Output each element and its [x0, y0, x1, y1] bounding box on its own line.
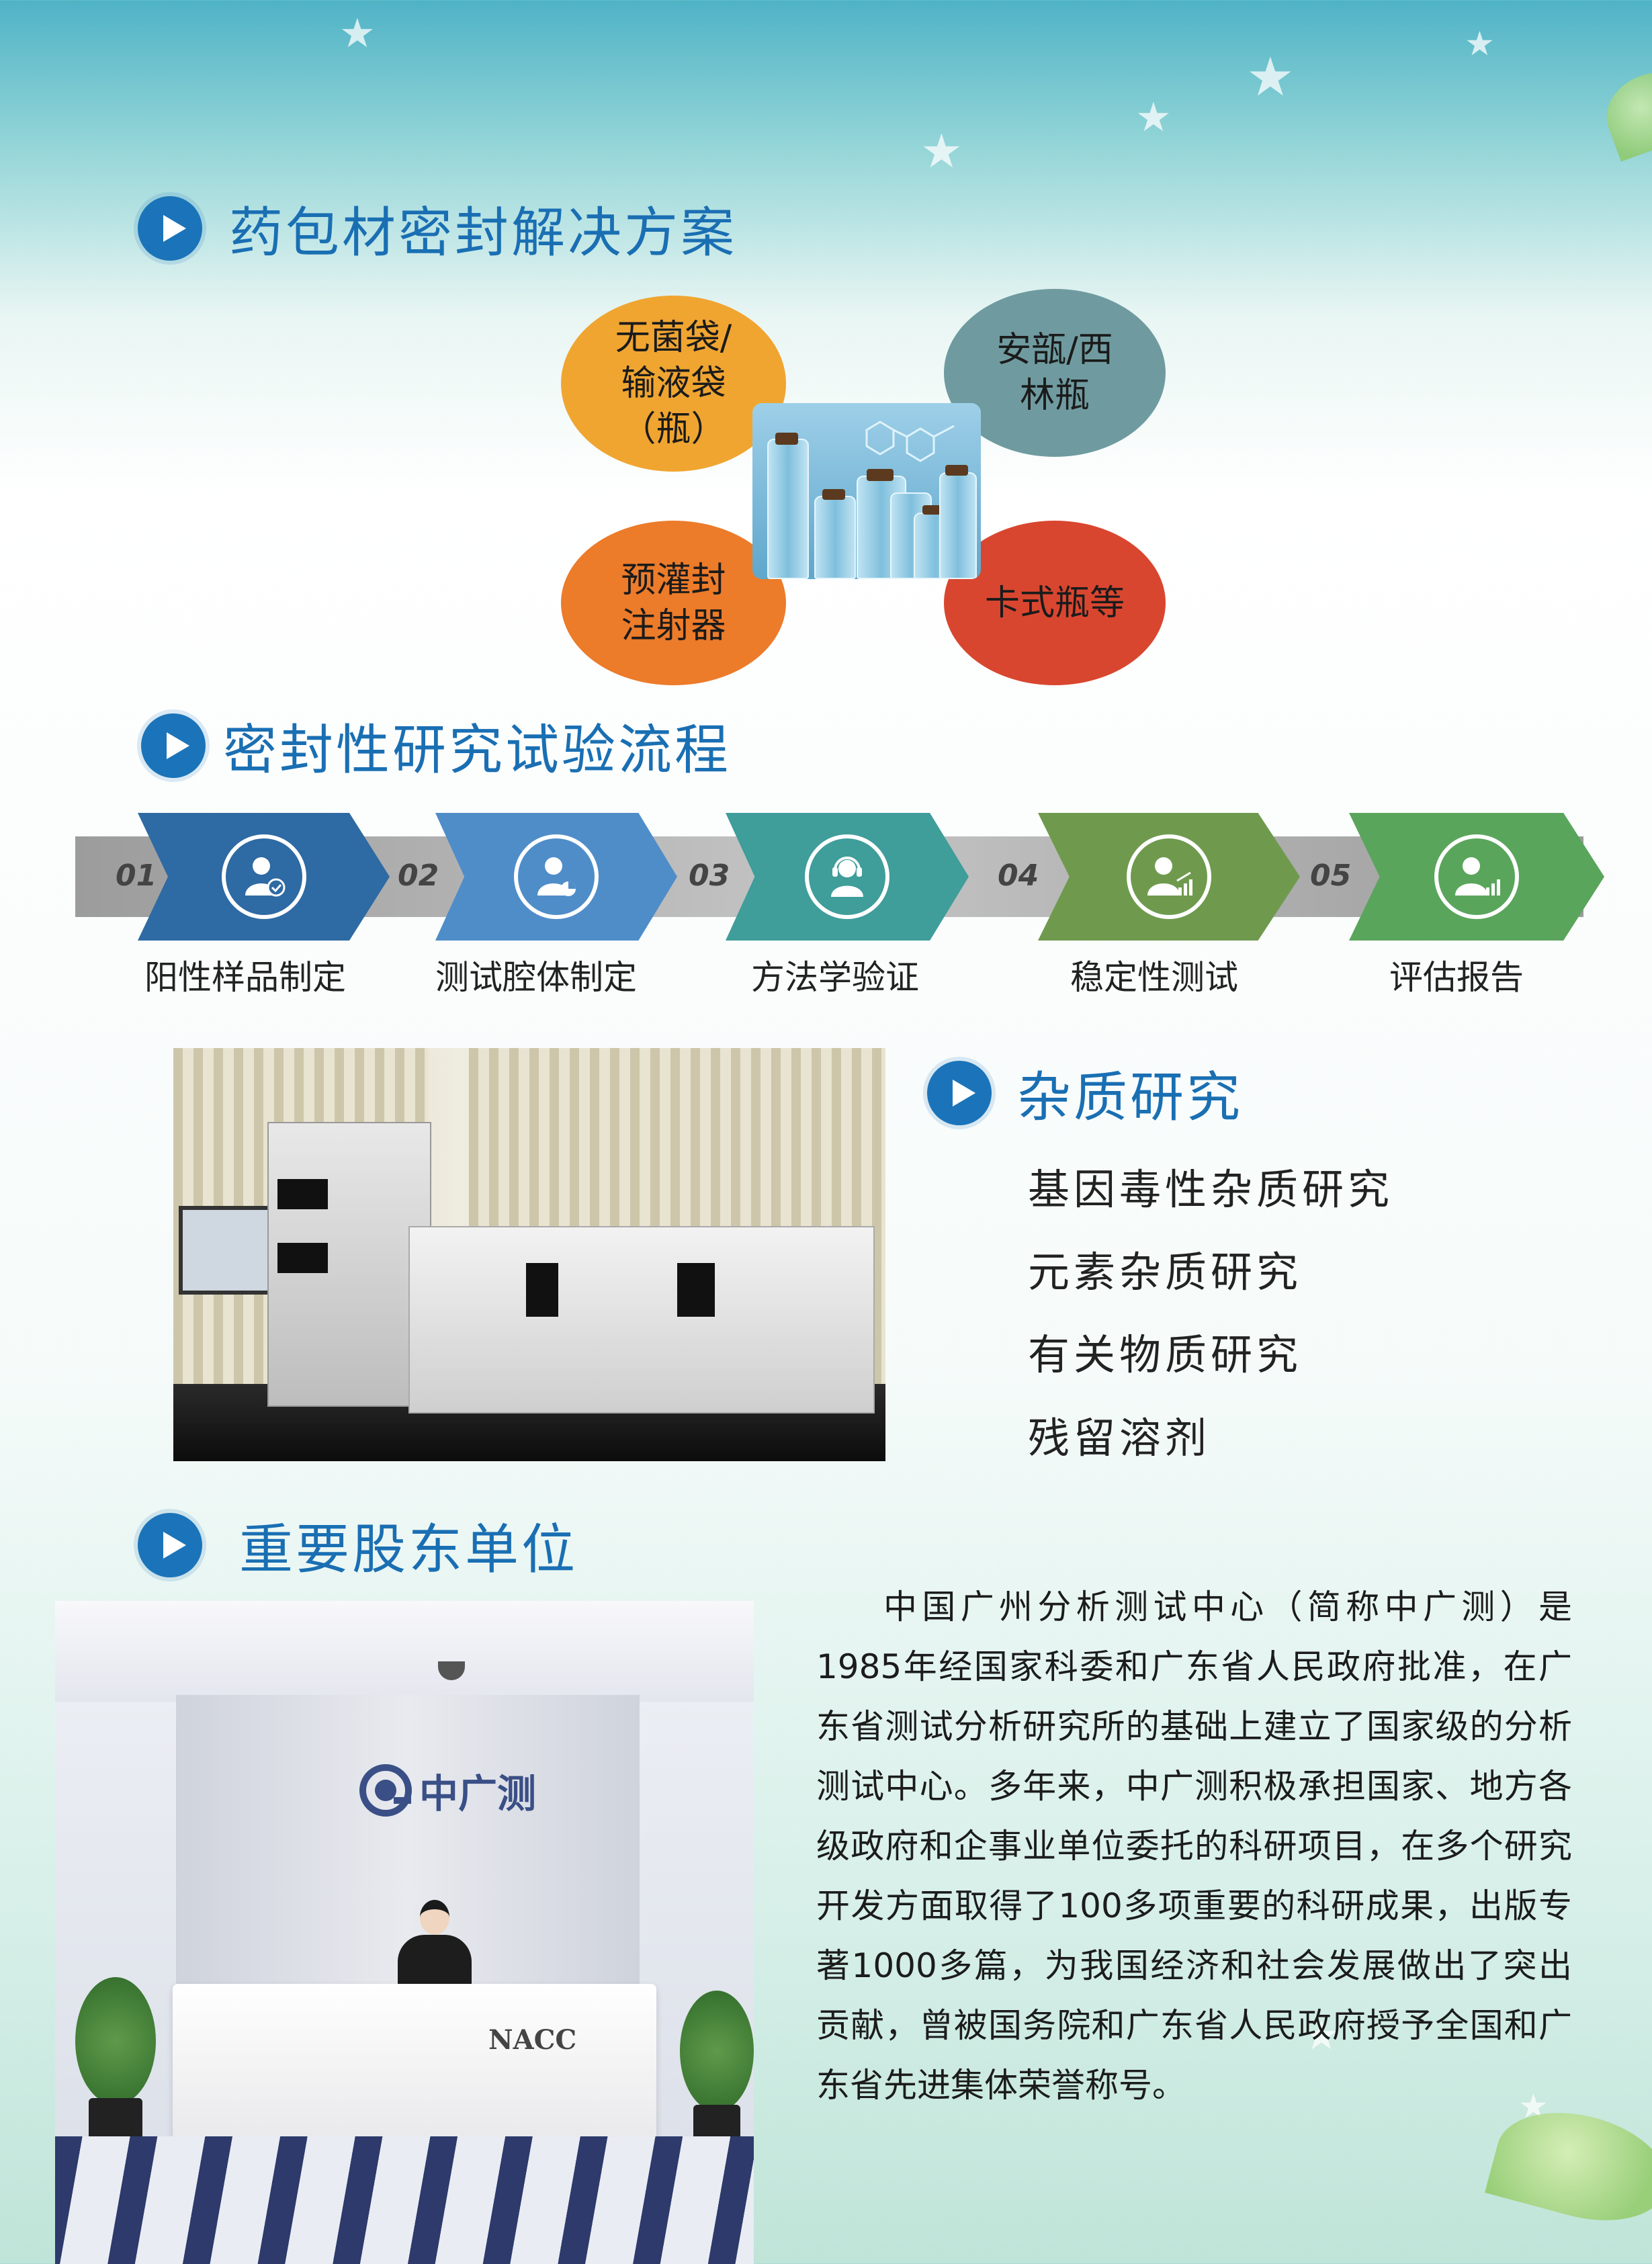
step-label: 测试腔体制定: [435, 958, 637, 997]
molecule-decoration: [865, 421, 955, 462]
play-icon: [141, 713, 206, 778]
star-decoration: ★: [1303, 2012, 1340, 2059]
section-title-text: 药包材密封解决方案: [229, 202, 737, 264]
step-number: 02: [398, 859, 439, 893]
bottle: [939, 472, 977, 579]
bottle: [767, 439, 809, 579]
instrument-panel: [526, 1263, 558, 1317]
process-step-5: [1349, 813, 1604, 941]
user-chart-icon: [514, 834, 599, 919]
packaging-bag: 无菌袋/ 输液袋 （瓶）: [561, 296, 786, 472]
step-number: 04: [998, 859, 1039, 893]
ceiling: [55, 1601, 754, 1702]
wall-logo: 中广测: [359, 1762, 536, 1819]
section-title-impurity: 杂质研究: [927, 1056, 1243, 1130]
user-check-icon: [221, 834, 306, 919]
logo-icon: [359, 1764, 412, 1817]
instrument-panel: [277, 1243, 328, 1273]
lab-instrument-photo: [173, 1048, 885, 1461]
packaging-ampoule: 安瓿/西 林瓶: [944, 289, 1166, 457]
striped-floor: [55, 2136, 754, 2264]
headset-agent-icon: [805, 834, 889, 919]
step-number: 05: [1310, 859, 1352, 893]
section-title-process: 密封性研究试验流程: [141, 709, 731, 783]
packaging-cartridge: 卡式瓶等: [944, 521, 1166, 685]
star-decoration: ★: [920, 124, 963, 179]
star-decoration: ★: [1135, 94, 1172, 141]
mass-spectrometer: [408, 1226, 875, 1413]
step-label: 稳定性测试: [1070, 958, 1238, 997]
section-title-packaging: 药包材密封解决方案: [138, 191, 737, 265]
play-icon: [927, 1061, 992, 1125]
play-icon: [138, 1513, 202, 1577]
bottle-cap: [775, 433, 798, 445]
user-growth-icon: [1127, 834, 1211, 919]
leaf-decoration: [1485, 2095, 1652, 2238]
bottles-photo: [752, 403, 981, 579]
step-label: 评估报告: [1389, 958, 1524, 997]
impurity-item: 基因毒性杂质研究: [1028, 1165, 1394, 1214]
process-step-3: [726, 813, 969, 941]
star-decoration: ★: [339, 10, 376, 57]
instrument-panel: [277, 1179, 328, 1209]
section-title-shareholder: 重要股东单位: [138, 1508, 578, 1582]
star-decoration: ★: [1246, 46, 1295, 108]
process-step-2: [435, 813, 677, 941]
monitor: [179, 1206, 281, 1295]
step-number: 01: [116, 859, 157, 893]
impurity-item: 元素杂质研究: [1028, 1248, 1303, 1297]
process-step-4: [1038, 813, 1300, 941]
user-report-icon: [1434, 834, 1519, 919]
step-number: 03: [689, 859, 730, 893]
reception-lobby-photo: 中广测 NACC: [55, 1601, 754, 2264]
section-title-text: 重要股东单位: [239, 1518, 578, 1581]
impurity-item: 有关物质研究: [1028, 1330, 1303, 1379]
bottle-cap: [945, 465, 968, 476]
packaging-syringe: 预灌封 注射器: [561, 521, 786, 685]
star-decoration: ★: [1465, 24, 1495, 63]
bottle: [814, 496, 856, 579]
section-title-text: 密封性研究试验流程: [223, 719, 731, 781]
instrument-panel: [677, 1263, 715, 1317]
step-label: 阳性样品制定: [144, 958, 346, 997]
leaf-decoration: [1596, 60, 1652, 162]
logo-text: 中广测: [419, 1771, 537, 1817]
bottle-cap: [822, 489, 845, 500]
play-icon: [138, 196, 202, 261]
intro-paragraph: 中国广州分析测试中心（简称中广测）是1985年经国家科委和广东省人民政府批准，在…: [816, 1587, 1572, 2105]
reception-desk: NACC: [173, 1984, 656, 2148]
section-title-text: 杂质研究: [1017, 1066, 1243, 1129]
desk-text: NACC: [488, 2024, 577, 2056]
impurity-item: 残留溶剂: [1028, 1413, 1211, 1463]
receptionist: [398, 1900, 472, 1989]
process-step-1: [138, 813, 390, 941]
step-label: 方法学验证: [751, 958, 919, 997]
bottle-cap: [867, 469, 894, 481]
